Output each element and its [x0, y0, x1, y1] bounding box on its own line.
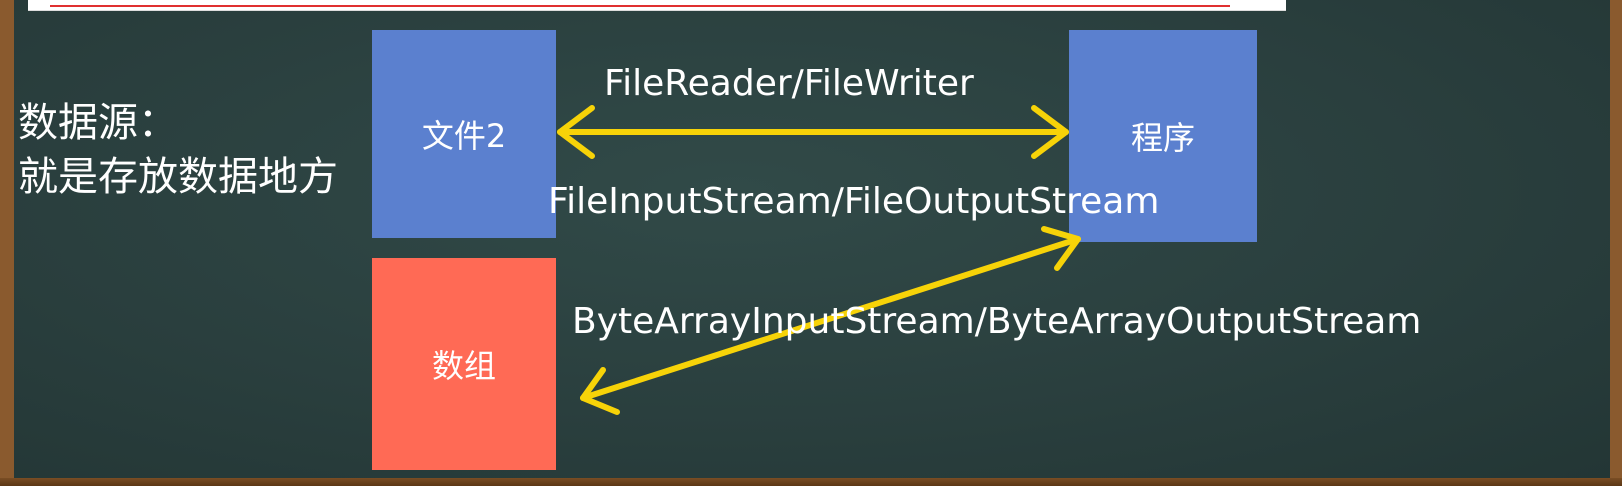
array-node: 数组: [372, 258, 556, 470]
program-arrowhead-lower: [1041, 226, 1081, 271]
data-source-title: 数据源：: [18, 100, 178, 146]
fileinputstream-fileoutputstream-label: FileInputStream/FileOutputStream: [548, 181, 1160, 222]
board-surface: [14, 0, 1610, 478]
top-strip: [28, 0, 1286, 11]
board-frame-bottom: [0, 478, 1622, 486]
array-program-arrow-line: [580, 236, 1081, 401]
data-source-subtitle: 就是存放数据地方: [18, 154, 338, 200]
program-arrowhead: [1031, 105, 1069, 159]
program-node: 程序: [1069, 30, 1257, 242]
file-arrowhead: [557, 105, 595, 159]
program-node-label: 程序: [1130, 119, 1195, 157]
array-node-label: 数组: [431, 347, 496, 385]
file-node-label: 文件2: [421, 117, 507, 155]
array-arrowhead: [580, 367, 620, 415]
filereader-filewriter-label: FileReader/FileWriter: [604, 63, 974, 104]
bytearray-stream-label: ByteArrayInputStream/ByteArrayOutputStre…: [572, 301, 1422, 342]
top-strip-line: [50, 0, 1230, 7]
file-node: 文件2: [372, 30, 556, 238]
